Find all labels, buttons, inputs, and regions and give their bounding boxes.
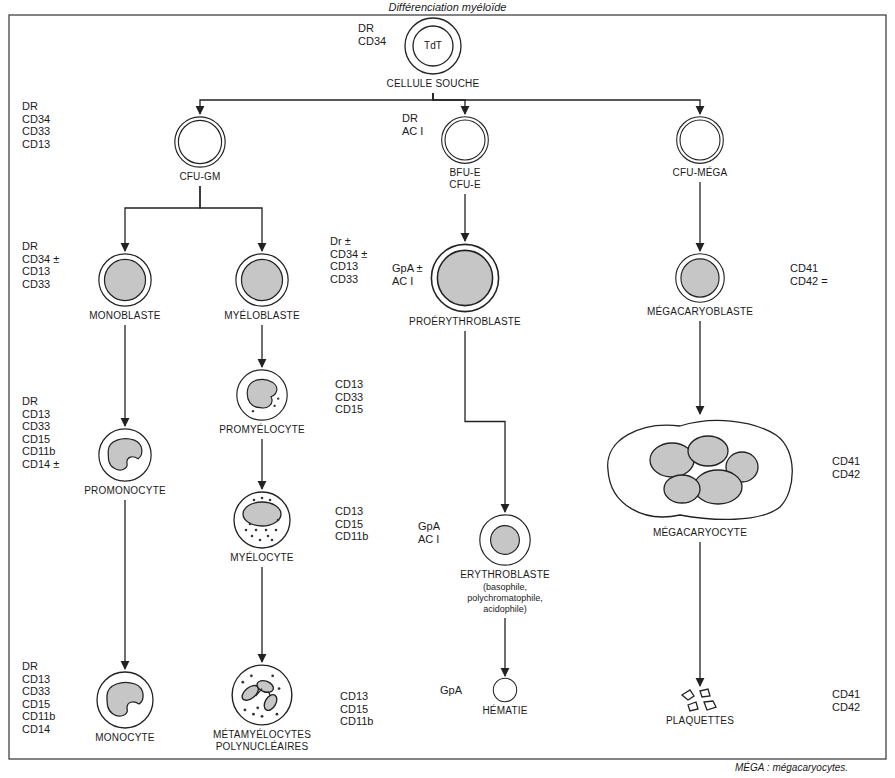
marker-list: CD13 CD15 CD11b (335, 505, 377, 543)
marker-list: GpA AC I (418, 520, 448, 545)
frame-border (9, 15, 886, 759)
differentiation-arrow (124, 500, 125, 669)
cell-drawing (675, 115, 725, 165)
cell-name: CFU-MÉGA (673, 167, 728, 179)
cell-node: MONOBLASTEDR CD34 ± CD13 CD33 (87, 252, 163, 322)
cell-node: TdTCELLULE SOUCHEDR CD34 (385, 16, 482, 90)
differentiation-arrow (465, 331, 505, 512)
cell-drawing (429, 242, 501, 314)
cell-stages: (basophile, polychromatophile, acidophil… (458, 582, 553, 615)
cell-name: BFU-E CFU-E (445, 167, 485, 191)
cell-drawing (230, 663, 294, 727)
cell-name: PROMONOCYTE (84, 485, 166, 497)
cell-drawing (680, 687, 720, 713)
marker-list: DR CD34 CD33 CD13 (22, 100, 64, 150)
cell-name: MÉGACARYOBLASTE (647, 306, 753, 318)
cell-drawing (440, 115, 490, 165)
marker-list: DR CD34 (358, 22, 400, 47)
cell-name: MYÉLOCYTE (230, 552, 293, 564)
cell-drawing (173, 115, 227, 169)
differentiation-arrow (699, 182, 700, 251)
differentiation-arrow (699, 542, 700, 686)
footnote: MÉGA : mégacaryocytes. (735, 762, 848, 774)
cell-drawing (232, 490, 292, 550)
marker-list: CD41 CD42 (832, 688, 874, 713)
cell-node: PROÉRYTHROBLASTEGpA ± AC I (407, 242, 523, 328)
cell-drawing (674, 252, 726, 304)
cell-drawing (600, 415, 800, 525)
differentiation-arrow (261, 439, 262, 489)
cell-drawing (478, 513, 532, 567)
marker-list: CD41 CD42 (832, 455, 874, 480)
cell-node: PROMYÉLOCYTECD13 CD33 CD15 (217, 368, 307, 436)
cell-node: MYÉLOCYTECD13 CD15 CD11b (228, 490, 296, 564)
cell-name: PROMYÉLOCYTE (219, 424, 305, 436)
cell-node: HÉMATIEGpA (480, 677, 530, 717)
differentiation-arrow (464, 194, 465, 241)
cell-name: ERYTHROBLASTE (460, 569, 550, 581)
marker-list: CD13 CD15 CD11b (340, 690, 382, 728)
cell-drawing (492, 677, 518, 703)
differentiation-arrow (125, 186, 200, 251)
differentiation-arrow (124, 325, 125, 426)
cell-node: PROMONOCYTEDR CD13 CD33 CD15 CD11b CD14 … (82, 427, 168, 497)
cell-node: PLAQUETTESCD41 CD42 (664, 687, 737, 727)
cell-name: MÉGACARYOCYTE (653, 527, 747, 539)
marker-list: DR CD34 ± CD13 CD33 (22, 240, 64, 290)
marker-list: GpA ± AC I (392, 262, 434, 287)
cell-name: PLAQUETTES (666, 715, 734, 727)
marker-list: CD41 CD42 = (790, 262, 832, 287)
cell-node: MONOCYTEDR CD13 CD33 CD15 CD11b CD14 (93, 670, 157, 744)
differentiation-arrow (433, 93, 700, 114)
differentiation-arrow (699, 321, 700, 414)
differentiation-arrow (200, 93, 433, 114)
marker-list: GpA (440, 684, 482, 697)
cell-name: CFU-GM (179, 171, 220, 183)
cell-node: MÉTAMYÉLOCYTES POLYNUCLÉAIRESCD13 CD15 C… (205, 663, 319, 753)
cell-node: CFU-MÉGA (671, 115, 730, 179)
cell-inner-label: TdT (385, 39, 482, 53)
cell-name: CELLULE SOUCHE (387, 78, 480, 90)
cell-node: CFU-GMDR CD34 CD33 CD13 (171, 115, 229, 183)
cell-node: MÉGACARYOBLASTECD41 CD42 = (645, 252, 756, 318)
cell-name: MONOCYTE (95, 732, 154, 744)
marker-list: DR CD13 CD33 CD15 CD11b CD14 (22, 660, 64, 735)
cell-drawing (235, 368, 289, 422)
differentiation-arrow (261, 567, 262, 662)
cell-drawing (234, 252, 290, 308)
cell-drawing (97, 252, 153, 308)
cell-node: MYÉLOBLASTEDr ± CD34 ± CD13 CD33 (222, 252, 302, 322)
cell-drawing (97, 427, 153, 483)
cell-name: MYÉLOBLASTE (224, 310, 300, 322)
differentiation-arrow (261, 325, 262, 367)
cell-name: PROÉRYTHROBLASTE (409, 316, 521, 328)
differentiation-arrow (504, 618, 505, 676)
marker-list: DR AC I (402, 112, 432, 137)
cell-name: MONOBLASTE (89, 310, 160, 322)
cell-name: MÉTAMYÉLOCYTES POLYNUCLÉAIRES (207, 729, 317, 753)
cell-node: BFU-E CFU-EDR AC I (438, 115, 492, 191)
diagram-title: Différenciation myéloïde (250, 1, 645, 14)
marker-list: CD13 CD33 CD15 (335, 378, 377, 416)
cell-node: ERYTHROBLASTE(basophile, polychromatophi… (456, 513, 555, 615)
cell-name: HÉMATIE (482, 705, 527, 717)
cell-drawing (95, 670, 155, 730)
cell-node: MÉGACARYOCYTECD41 CD42 (598, 415, 802, 539)
differentiation-arrow (200, 186, 262, 251)
marker-list: Dr ± CD34 ± CD13 CD33 (330, 235, 372, 285)
differentiation-arrow (433, 93, 465, 114)
marker-list: DR CD13 CD33 CD15 CD11b CD14 ± (22, 395, 64, 470)
